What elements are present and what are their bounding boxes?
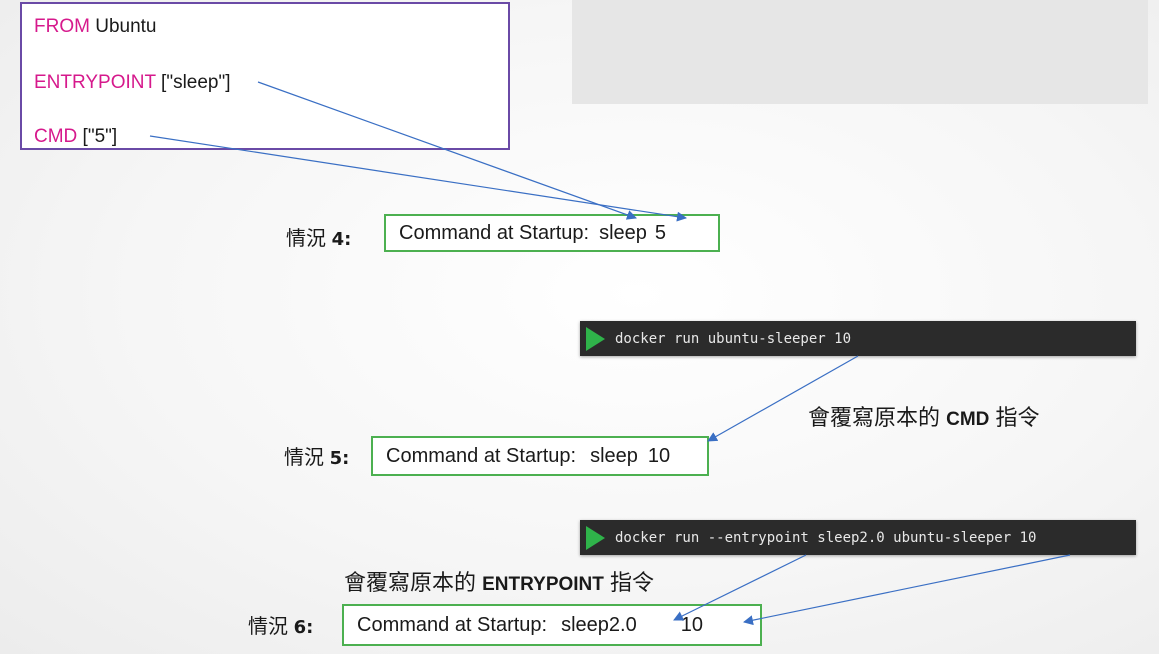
- entrypoint-value: ["sleep"]: [155, 72, 231, 93]
- play-icon: [586, 525, 605, 550]
- from-keyword: FROM: [34, 16, 90, 37]
- case-4-cmd: sleep: [599, 221, 647, 244]
- note-1-keyword: CMD: [946, 409, 990, 430]
- case-5-label: 情況 5:: [284, 441, 349, 470]
- arrow-entrypoint-to-sleep: [257, 81, 637, 220]
- grey-panel: [572, 0, 1148, 104]
- terminal-1: docker run ubuntu-sleeper 10: [580, 321, 1136, 356]
- arrow-cmd-to-5: [149, 135, 687, 222]
- cmd-value: ["5"]: [77, 126, 118, 147]
- dockerfile-box: FROM Ubuntu ENTRYPOINT ["sleep"] CMD ["5…: [20, 2, 510, 150]
- terminal-2: docker run --entrypoint sleep2.0 ubuntu-…: [580, 520, 1136, 555]
- case-4-label: 情況 4:: [286, 222, 351, 251]
- note-1-prefix: 會覆寫原本的: [808, 405, 947, 430]
- entrypoint-keyword: ENTRYPOINT: [34, 72, 156, 93]
- arrow-terminal2-to-10: [743, 554, 1071, 626]
- play-icon: [586, 326, 605, 351]
- terminal-2-command: docker run --entrypoint sleep2.0 ubuntu-…: [615, 529, 1037, 546]
- terminal-1-command: docker run ubuntu-sleeper 10: [615, 330, 852, 347]
- dockerfile-entrypoint-line: ENTRYPOINT ["sleep"]: [34, 72, 231, 94]
- case-6-label-num: 6:: [293, 617, 314, 638]
- note-2-prefix: 會覆寫原本的: [344, 570, 483, 595]
- case-5-cmd: sleep: [590, 444, 638, 467]
- note-1-suffix: 指令: [989, 405, 1040, 430]
- cmd-keyword: CMD: [34, 126, 78, 147]
- arrow-terminal1-to-10: [707, 355, 859, 442]
- case-4-prefix: Command at Startup:: [399, 221, 590, 244]
- case-6-cmd: sleep2.0: [561, 613, 637, 636]
- case-5-prefix: Command at Startup:: [386, 444, 577, 467]
- case-4-arg: 5: [654, 221, 667, 244]
- case-6-label-zh: 情況: [248, 616, 294, 638]
- case-5-result-box: Command at Startup: sleep 10: [371, 436, 709, 476]
- from-value: Ubuntu: [89, 16, 157, 37]
- case-6-arg: 10: [680, 613, 703, 636]
- case-4-label-zh: 情況: [286, 228, 332, 250]
- case-6-label: 情況 6:: [248, 610, 313, 639]
- case-4-result-box: Command at Startup: sleep 5: [384, 214, 720, 252]
- note-cmd-override: 會覆寫原本的 CMD 指令: [808, 400, 1040, 432]
- dockerfile-cmd-line: CMD ["5"]: [34, 126, 117, 148]
- case-5-label-zh: 情況: [284, 447, 330, 469]
- case-5-label-num: 5:: [329, 448, 350, 469]
- arrow-terminal2-to-sleep2: [673, 554, 807, 621]
- note-2-suffix: 指令: [603, 570, 654, 595]
- case-4-label-num: 4:: [331, 229, 352, 250]
- dockerfile-from-line: FROM Ubuntu: [34, 16, 156, 38]
- note-2-keyword: ENTRYPOINT: [482, 574, 604, 595]
- case-6-prefix: Command at Startup:: [357, 613, 548, 636]
- case-5-arg: 10: [647, 444, 671, 467]
- note-entrypoint-override: 會覆寫原本的 ENTRYPOINT 指令: [344, 565, 654, 597]
